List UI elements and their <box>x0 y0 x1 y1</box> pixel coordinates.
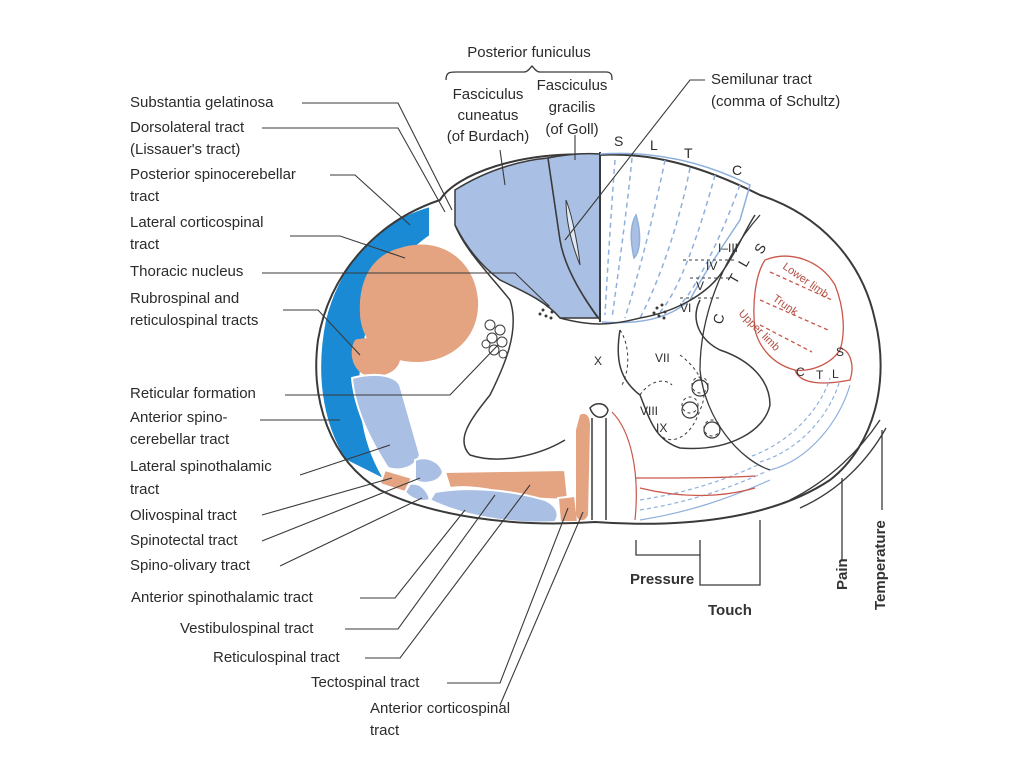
label-lateral-spinothalamic: Lateral spinothalamic <box>130 458 272 475</box>
label-anterior-spinothalamic: Anterior spinothalamic tract <box>131 589 313 606</box>
lamina-VII: VII <box>655 351 670 365</box>
somatotopy-T: T <box>816 368 824 382</box>
lateral-somatotopy <box>753 255 853 384</box>
somatotopy-L: L <box>832 367 839 381</box>
label-thoracic-nucleus: Thoracic nucleus <box>130 263 244 280</box>
label-reticulospinal: Reticulospinal tract <box>213 649 340 666</box>
lateral-corticospinal-region <box>359 244 479 363</box>
label-fasciculus-cuneatus-3: (of Burdach) <box>446 128 530 145</box>
lateral-spinothalamic-region <box>350 373 422 471</box>
label-posterior-spinocerebellar-2: tract <box>130 188 160 205</box>
label-olivospinal: Olivospinal tract <box>130 507 237 524</box>
anterior-corticospinal-region <box>576 413 590 521</box>
lamina-IX: IX <box>656 421 667 435</box>
anterior-spinothalamic-region <box>428 488 559 524</box>
cord-outline <box>315 153 882 525</box>
label-vestibulospinal: Vestibulospinal tract <box>180 620 314 637</box>
somatotopy-S: S <box>836 345 844 359</box>
label-temperature: Temperature <box>872 520 889 610</box>
label-rubrospinal-2: reticulospinal tracts <box>130 312 259 329</box>
label-anterior-spinocerebellar-2: cerebellar tract <box>130 431 230 448</box>
label-spinotectal: Spinotectal tract <box>130 532 238 549</box>
somatotopy-trunk: Trunk <box>770 293 800 319</box>
somatotopy-C: C <box>796 365 805 379</box>
posterior-funiculus-brace <box>445 65 613 81</box>
label-lateral-corticospinal-2: tract <box>130 236 160 253</box>
label-substantia-gelatinosa: Substantia gelatinosa <box>130 94 274 111</box>
label-anterior-spinocerebellar: Anterior spino- <box>130 409 228 426</box>
anterior-right-red-lines <box>611 411 756 521</box>
cord-left-half <box>315 153 882 525</box>
lamina-boundaries <box>619 259 735 441</box>
spinotectal-region <box>414 457 445 484</box>
label-touch: Touch <box>708 602 752 619</box>
label-anterior-corticospinal-2: tract <box>370 722 400 739</box>
seg-C: C <box>732 162 742 178</box>
posterior-horn-left <box>454 224 566 460</box>
label-pressure: Pressure <box>630 571 695 588</box>
semilunar-comma <box>565 199 581 266</box>
seg-T: T <box>684 145 693 161</box>
lamina-VI: VI <box>680 301 691 315</box>
posterior-funiculus <box>454 152 601 323</box>
label-posterior-spinocerebellar: Posterior spinocerebellar <box>130 166 296 183</box>
gray-matter <box>454 214 771 520</box>
label-rubrospinal: Rubrospinal and <box>130 290 240 307</box>
lateral-letter-T: T <box>725 271 743 287</box>
leader-lines <box>260 79 705 706</box>
label-fasciculus-cuneatus-1: Fasciculus <box>452 86 524 103</box>
label-fasciculus-cuneatus-2: cuneatus <box>457 107 519 124</box>
label-spino-olivary: Spino-olivary tract <box>130 557 251 574</box>
label-comma-of-schultz: (comma of Schultz) <box>711 93 841 110</box>
modality-brackets <box>635 419 887 586</box>
somatotopy-outline <box>753 255 844 371</box>
label-posterior-funiculus: Posterior funiculus <box>467 44 591 61</box>
somatotopy-lower-limb: Lower limb <box>780 261 830 301</box>
motor-nuclei <box>681 379 721 439</box>
label-pain: Pain <box>834 558 851 590</box>
label-fasciculus-gracilis-1: Fasciculus <box>536 77 608 94</box>
label-lissauers-tract: (Lissauer's tract) <box>130 141 241 158</box>
reticular-formation-mesh <box>481 319 508 359</box>
posterior-horn-right <box>639 214 756 319</box>
thoracic-nucleus-dots <box>538 303 667 320</box>
label-anterior-corticospinal: Anterior corticospinal <box>370 700 511 717</box>
posterior-funiculus-right <box>599 152 751 324</box>
label-fasciculus-gracilis-2: gracilis <box>548 99 596 116</box>
lateral-letter-S: S <box>751 240 770 256</box>
rubrospinal-region <box>351 338 401 377</box>
lamina-V: V <box>696 279 704 293</box>
seg-S: S <box>614 133 623 149</box>
label-tectospinal: Tectospinal tract <box>311 674 420 691</box>
label-fasciculus-gracilis-3: (of Goll) <box>545 121 599 138</box>
lamina-VIII: VIII <box>640 404 658 418</box>
label-dorsolateral-tract: Dorsolateral tract <box>130 119 245 136</box>
lamina-IV: IV <box>706 259 717 273</box>
label-lateral-spinothalamic-2: tract <box>130 481 160 498</box>
anterior-right-bands <box>639 377 851 521</box>
lamina-X: X <box>594 354 602 368</box>
lateral-letter-C: C <box>709 312 727 326</box>
lamina-I-III: I–III <box>718 241 738 255</box>
olivospinal-region <box>378 468 414 494</box>
seg-L: L <box>650 137 658 153</box>
somatotopy-upper-limb: Upper limb <box>736 308 782 354</box>
label-lateral-corticospinal: Lateral corticospinal <box>130 214 264 231</box>
lateral-funiculus-boundary <box>699 214 771 471</box>
in-diagram-labels: S L T C I–III IV V VI VII VIII IX X S L … <box>594 133 844 435</box>
label-reticular-formation: Reticular formation <box>130 385 256 402</box>
lateral-letter-L: L <box>735 255 753 270</box>
label-semilunar-tract: Semilunar tract <box>711 71 812 88</box>
anterior-horn-right <box>617 299 771 450</box>
